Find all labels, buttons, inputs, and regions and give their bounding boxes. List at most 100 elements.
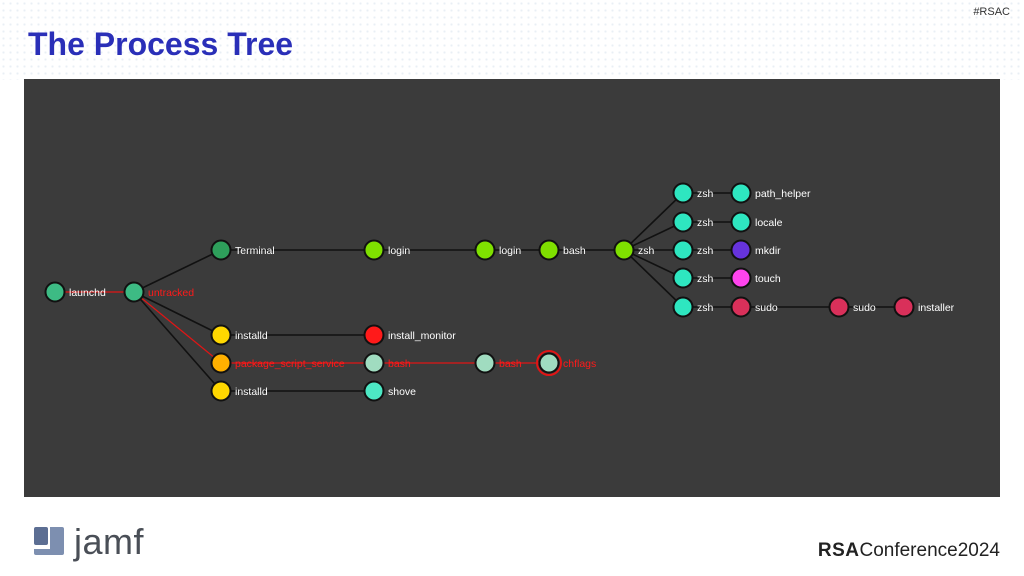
node-launchd[interactable]: launchd: [44, 281, 106, 303]
nodes-layer: launchd untracked Terminal installd package_…: [44, 182, 955, 402]
edge-zsh0-zsh5: [623, 249, 684, 308]
node-zsh3[interactable]: zsh: [672, 239, 714, 261]
node-circle[interactable]: [893, 296, 915, 318]
hashtag-label: #RSAC: [973, 6, 1010, 18]
node-untracked[interactable]: untracked: [123, 281, 195, 303]
node-circle[interactable]: [672, 211, 694, 233]
node-label: shove: [388, 386, 416, 398]
node-circle[interactable]: [210, 239, 232, 261]
node-bash1[interactable]: bash: [538, 239, 586, 261]
node-circle[interactable]: [730, 296, 752, 318]
node-label: sudo: [755, 302, 778, 314]
node-highlight-ring: [536, 350, 562, 376]
node-install_monitor[interactable]: install_monitor: [363, 324, 457, 346]
edge-untracked-installd1: [133, 291, 222, 336]
node-pss[interactable]: package_script_service: [210, 352, 345, 374]
node-label: path_helper: [755, 188, 811, 200]
node-label: installer: [918, 302, 955, 314]
node-label: zsh: [638, 245, 655, 257]
process-tree-panel: launchd untracked Terminal installd package_…: [24, 79, 1000, 497]
node-label: login: [499, 245, 521, 257]
node-chflags[interactable]: chflags: [536, 350, 596, 376]
node-circle[interactable]: [672, 239, 694, 261]
node-circle[interactable]: [538, 352, 560, 374]
node-label: installd: [235, 386, 268, 398]
node-circle[interactable]: [730, 239, 752, 261]
node-circle[interactable]: [210, 324, 232, 346]
node-path_helper[interactable]: path_helper: [730, 182, 811, 204]
node-touch[interactable]: touch: [730, 267, 781, 289]
node-circle[interactable]: [672, 296, 694, 318]
edge-untracked-terminal: [133, 249, 222, 293]
node-circle[interactable]: [730, 267, 752, 289]
jamf-logo-text: jamf: [74, 521, 145, 562]
node-installd2[interactable]: installd: [210, 380, 268, 402]
jamf-logo: jamf: [32, 518, 144, 566]
process-tree-graph: launchd untracked Terminal installd package_…: [44, 182, 955, 402]
node-bash2[interactable]: bash: [363, 352, 411, 374]
edges-layer: [55, 192, 904, 392]
node-sudo2[interactable]: sudo: [828, 296, 876, 318]
node-login1[interactable]: login: [363, 239, 411, 261]
node-circle[interactable]: [44, 281, 66, 303]
node-circle[interactable]: [363, 239, 385, 261]
node-label: zsh: [697, 188, 714, 200]
node-label: launchd: [69, 287, 106, 299]
node-bash3[interactable]: bash: [474, 352, 522, 374]
node-label: chflags: [563, 358, 596, 370]
node-label: mkdir: [755, 245, 781, 257]
node-circle[interactable]: [672, 267, 694, 289]
node-label: sudo: [853, 302, 876, 314]
node-circle[interactable]: [210, 380, 232, 402]
node-circle[interactable]: [538, 239, 560, 261]
node-label: install_monitor: [388, 330, 456, 342]
node-zsh4[interactable]: zsh: [672, 267, 714, 289]
node-circle[interactable]: [672, 182, 694, 204]
node-circle[interactable]: [828, 296, 850, 318]
node-circle[interactable]: [613, 239, 635, 261]
node-mkdir[interactable]: mkdir: [730, 239, 782, 261]
node-sudo1[interactable]: sudo: [730, 296, 778, 318]
node-zsh1[interactable]: zsh: [672, 182, 714, 204]
rsa-conference-logo: RSAConference2024: [818, 540, 1000, 562]
node-zsh0[interactable]: zsh: [613, 239, 655, 261]
node-shove[interactable]: shove: [363, 380, 417, 402]
node-label: zsh: [697, 273, 714, 285]
node-label: Terminal: [235, 245, 275, 257]
conference-year: 2024: [957, 540, 1000, 561]
node-label: zsh: [697, 302, 714, 314]
node-circle[interactable]: [363, 324, 385, 346]
jamf-logo-icon: [34, 527, 64, 555]
node-terminal[interactable]: Terminal: [210, 239, 275, 261]
node-circle[interactable]: [730, 211, 752, 233]
node-label: package_script_service: [235, 358, 345, 370]
slide-title: The Process Tree: [28, 26, 294, 62]
node-label: untracked: [148, 287, 194, 299]
node-circle[interactable]: [363, 352, 385, 374]
header-dot-pattern: [0, 0, 1024, 80]
node-label: zsh: [697, 217, 714, 229]
node-circle[interactable]: [474, 352, 496, 374]
edge-zsh0-zsh4: [623, 249, 684, 279]
edge-untracked-installd2: [133, 291, 222, 392]
conference-brand: RSA: [817, 540, 860, 561]
edge-zsh0-zsh2: [623, 221, 684, 251]
node-zsh2[interactable]: zsh: [672, 211, 714, 233]
node-installer[interactable]: installer: [893, 296, 955, 318]
node-label: login: [388, 245, 410, 257]
node-zsh5[interactable]: zsh: [672, 296, 714, 318]
node-label: installd: [235, 330, 268, 342]
node-locale[interactable]: locale: [730, 211, 783, 233]
edge-untracked-pss: [133, 291, 222, 364]
node-circle[interactable]: [730, 182, 752, 204]
node-circle[interactable]: [363, 380, 385, 402]
node-circle[interactable]: [210, 352, 232, 374]
node-label: locale: [755, 217, 783, 229]
node-circle[interactable]: [123, 281, 145, 303]
node-label: bash: [499, 358, 522, 370]
node-circle[interactable]: [474, 239, 496, 261]
conference-word: Conference: [859, 540, 958, 561]
node-login2[interactable]: login: [474, 239, 522, 261]
node-label: bash: [563, 245, 586, 257]
node-installd1[interactable]: installd: [210, 324, 268, 346]
